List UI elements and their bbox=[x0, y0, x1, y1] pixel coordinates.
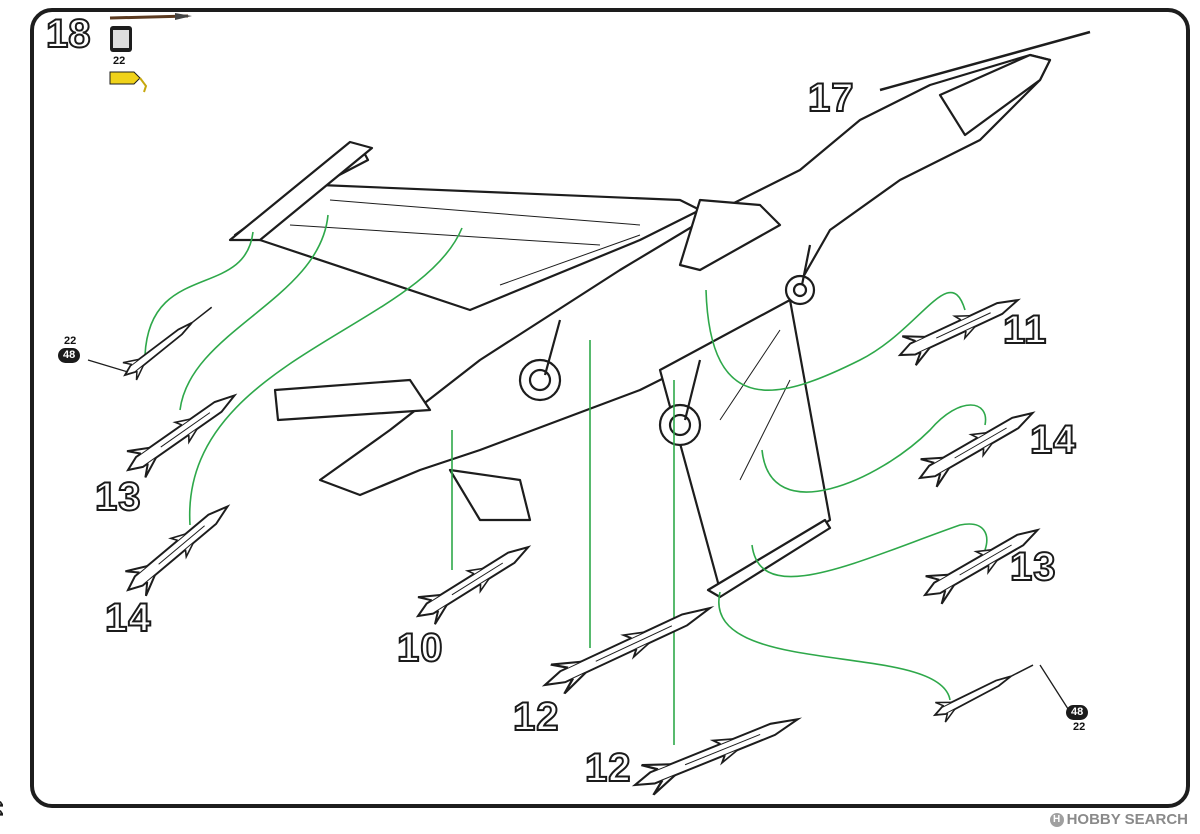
label-missile-10: 10 bbox=[396, 626, 444, 670]
fuselage bbox=[318, 53, 1052, 497]
step-number: 18 bbox=[45, 12, 91, 56]
paint-brush-icon bbox=[109, 13, 192, 20]
airframe-drawing bbox=[228, 30, 1091, 599]
left-wingtip-rail bbox=[228, 140, 374, 242]
paint-pot-icon bbox=[110, 26, 132, 52]
hobby-search-logo-icon: H bbox=[1049, 813, 1064, 828]
label-missile-12-upper: 12 bbox=[512, 695, 560, 739]
label-missile-14-right: 14 bbox=[1029, 418, 1077, 462]
left-callout-paint: 22 bbox=[64, 335, 77, 347]
label-airframe: 17 bbox=[807, 76, 855, 120]
label-missile-13-left: 13 bbox=[94, 475, 142, 519]
ventral-fin bbox=[448, 468, 532, 522]
label-missile-12-lower: 12 bbox=[584, 746, 632, 790]
paint-code: 22 bbox=[113, 55, 126, 67]
right-callout-badge: 48 bbox=[1066, 705, 1089, 720]
missile-12a bbox=[536, 592, 719, 701]
nose-cone bbox=[938, 53, 1052, 137]
left-callout-badge: 48 bbox=[58, 348, 81, 363]
right-wingtip-rail bbox=[706, 518, 832, 599]
intake bbox=[678, 198, 782, 272]
instruction-frame bbox=[30, 8, 1190, 808]
page-number: 11 bbox=[0, 800, 6, 820]
leader-lines bbox=[144, 214, 988, 745]
right-callout-paint: 22 bbox=[1073, 721, 1086, 733]
missile-13a bbox=[117, 381, 245, 485]
label-missile-14-left: 14 bbox=[104, 596, 152, 640]
missile-12b bbox=[627, 703, 806, 802]
missile-10 bbox=[408, 532, 538, 631]
missile-14b bbox=[911, 398, 1042, 493]
left-stabilizer bbox=[273, 378, 432, 422]
watermark-text: HOBBY SEARCH bbox=[1066, 811, 1188, 828]
label-missile-13-right: 13 bbox=[1009, 545, 1057, 589]
label-missile-11: 11 bbox=[1002, 308, 1048, 352]
right-wing bbox=[658, 298, 832, 592]
glue-tube-icon bbox=[109, 71, 148, 93]
aam-left bbox=[117, 297, 220, 385]
